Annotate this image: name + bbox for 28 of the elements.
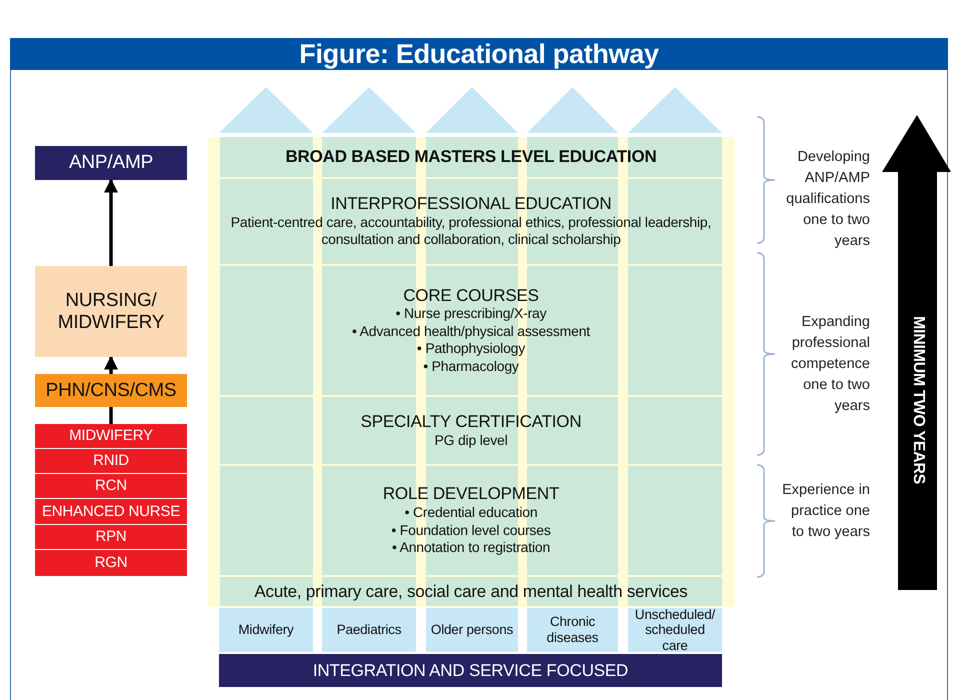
education-band: BROAD BASED MASTERS LEVEL EDUCATION [220, 137, 722, 177]
specialty-cell: Unscheduled/ scheduled care [628, 608, 722, 652]
arrow [104, 178, 118, 266]
education-band: CORE COURSES • Nurse prescribing/X-ray • Advanced health/physical assessment • Pathophysiology • Pharmacology [220, 266, 722, 395]
role-box: PHN/CNS/CMS [35, 374, 187, 407]
education-band: INTERPROFESSIONAL EDUCATION Patient-centred care, accountability, professional ethics, professional leadership, consultation and collaboration, clinical scholarship [220, 179, 722, 264]
stage-note: Developing ANP/AMP qualifications one to two years [785, 148, 870, 251]
arrow [104, 356, 118, 374]
qualification-bar: RNID [35, 449, 187, 473]
qualification-bar: RGN [35, 550, 187, 576]
education-band: ROLE DEVELOPMENT • Credential education • Foundation level courses • Annotation to registration [220, 466, 722, 575]
education-band: SPECIALTY CERTIFICATION PG dip level [220, 397, 722, 464]
qualification-bar: RPN [35, 525, 187, 549]
role-box: NURSING/ MIDWIFERY [35, 266, 187, 357]
title-box: ANP/AMP [35, 146, 187, 180]
figure-title: Figure: Educational pathway [299, 38, 659, 70]
arrow-label: MINIMUM TWO YEARS [909, 316, 927, 484]
qualification-bar: ENHANCED NURSE [35, 499, 187, 524]
specialty-cell: Older persons [426, 608, 518, 652]
education-band: Acute, primary care, social care and mental health services [220, 577, 722, 606]
foundation-bar: INTEGRATION AND SERVICE FOCUSED [219, 654, 722, 687]
stage-note: Expanding professional competence one to two years [790, 313, 870, 416]
qualification-bar: RCN [35, 474, 187, 498]
specialty-cell: Chronic diseases [527, 608, 618, 652]
qualification-bar: MIDWIFERY [35, 424, 187, 448]
specialty-cell: Paediatrics [322, 608, 416, 652]
specialty-cell: Midwifery [219, 608, 313, 652]
stage-note: Experience in practice one to two years [782, 481, 870, 542]
